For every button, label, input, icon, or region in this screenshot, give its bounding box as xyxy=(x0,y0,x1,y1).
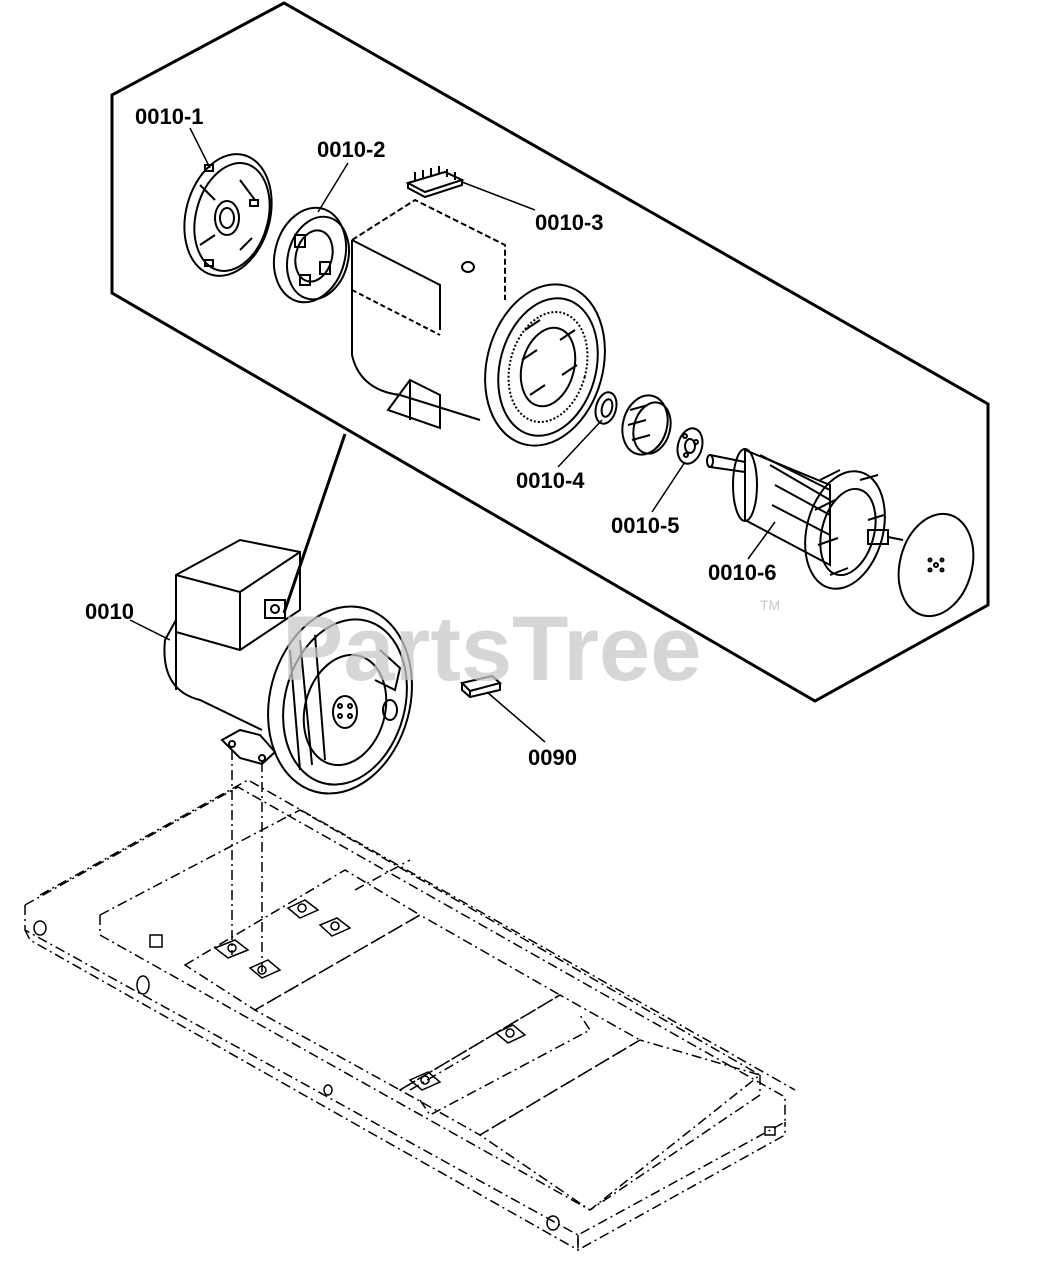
bearing-part[interactable] xyxy=(592,390,620,426)
exciter-stator-part[interactable] xyxy=(264,200,358,311)
stator-housing-part[interactable] xyxy=(351,198,622,459)
leader-lines xyxy=(129,127,776,743)
callout-0010-4[interactable]: 0010-4 xyxy=(516,468,585,493)
main-rotor-part[interactable] xyxy=(706,448,904,598)
fan-cover-disc-part[interactable] xyxy=(888,505,984,624)
exciter-rotor-part[interactable] xyxy=(616,390,676,459)
callout-0010-1[interactable]: 0010-1 xyxy=(135,104,204,129)
callout-0010-3[interactable]: 0010-3 xyxy=(535,210,604,235)
shim-bracket-part[interactable] xyxy=(460,674,503,699)
callout-0010-5[interactable]: 0010-5 xyxy=(611,513,680,538)
generator-assembly-part[interactable] xyxy=(163,538,432,810)
end-bracket-part[interactable] xyxy=(171,144,284,286)
mounting-pads xyxy=(33,899,776,1231)
terminal-block-part[interactable] xyxy=(405,166,465,199)
base-frame xyxy=(24,779,796,1252)
watermark-logo: PartsTree xyxy=(282,598,701,700)
callout-0090[interactable]: 0090 xyxy=(528,745,577,770)
callout-0010-2[interactable]: 0010-2 xyxy=(317,137,386,162)
exploded-view-frame xyxy=(110,1,990,703)
callout-0010-6[interactable]: 0010-6 xyxy=(708,560,777,585)
rectifier-disc-part[interactable] xyxy=(674,426,706,467)
frame-leader-line xyxy=(282,433,347,614)
callout-0010[interactable]: 0010 xyxy=(85,599,134,624)
watermark-trademark: TM xyxy=(760,597,780,613)
